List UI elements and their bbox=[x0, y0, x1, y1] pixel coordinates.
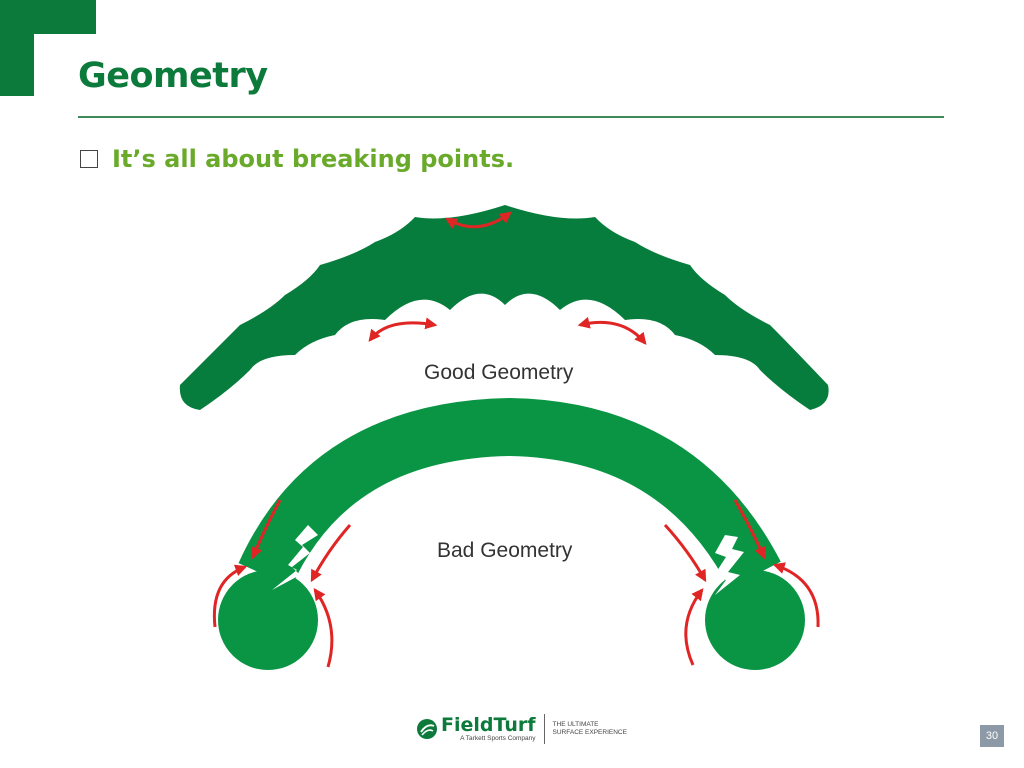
bullet-text: It’s all about breaking points. bbox=[112, 145, 515, 173]
stress-arrow bbox=[772, 562, 820, 628]
stress-arrow bbox=[368, 317, 438, 342]
bad-geometry-label: Bad Geometry bbox=[437, 539, 573, 562]
tagline: THE ULTIMATE SURFACE EXPERIENCE bbox=[553, 721, 627, 737]
stress-arrow bbox=[733, 499, 766, 560]
corner-bracket-decoration bbox=[0, 0, 96, 96]
good-geometry-shape bbox=[179, 205, 829, 410]
stress-arrow bbox=[663, 523, 707, 583]
stress-arrow bbox=[444, 211, 512, 230]
square-bullet-icon bbox=[80, 150, 98, 168]
stress-arrow bbox=[577, 316, 647, 345]
page-number: 30 bbox=[980, 725, 1004, 747]
logo-divider bbox=[543, 714, 545, 744]
crack-right bbox=[713, 535, 744, 595]
slide-title: Geometry bbox=[78, 56, 268, 96]
bullet-point: It’s all about breaking points. bbox=[80, 145, 514, 173]
footer-logo: FieldTurf A Tarkett Sports Company THE U… bbox=[416, 714, 627, 744]
brand-subtitle: A Tarkett Sports Company bbox=[460, 735, 536, 742]
brand-name: FieldTurf bbox=[441, 714, 536, 736]
crack-left bbox=[272, 525, 318, 590]
stress-arrow bbox=[684, 588, 704, 666]
tagline-line2: SURFACE EXPERIENCE bbox=[552, 729, 627, 736]
geometry-diagram: Good Geometry Bad Geometry bbox=[179, 205, 829, 670]
stress-arrow bbox=[313, 588, 334, 668]
stress-arrow bbox=[310, 524, 352, 583]
good-geometry-label: Good Geometry bbox=[424, 361, 574, 384]
title-divider bbox=[78, 116, 944, 118]
bad-geometry-right-knob bbox=[705, 570, 805, 670]
bad-geometry-arch bbox=[238, 397, 781, 589]
stress-arrow bbox=[212, 564, 248, 628]
bad-geometry-left-knob bbox=[218, 570, 318, 670]
tagline-line1: THE ULTIMATE bbox=[552, 721, 599, 728]
fieldturf-logo-icon bbox=[417, 719, 437, 739]
stress-arrow bbox=[251, 499, 282, 560]
